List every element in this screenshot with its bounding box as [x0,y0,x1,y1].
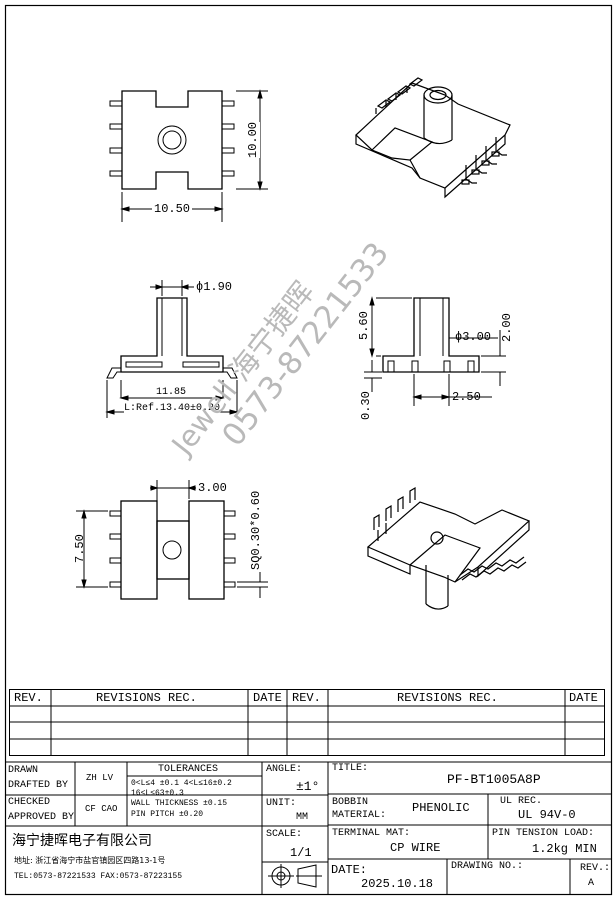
title-block-lines [6,761,611,894]
title-label: TITLE: [332,763,369,774]
tolerances-label: TOLERANCES [158,764,219,775]
company-name: 海宁捷晖电子有限公司 [12,833,152,849]
front-view [105,280,239,418]
date-header-right: DATE [569,691,598,705]
top-view-height-label: 10.00 [246,121,260,158]
iso-view-top [355,77,511,199]
approved-by-label: APPROVED BY [8,812,75,823]
bobbin-material-label: MATERIAL: [332,810,387,821]
rev-value: A [588,878,595,889]
side-height-label: 5.60 [357,311,371,340]
drafter-name: ZH LV [86,773,114,783]
rev-header-left: REV. [14,691,43,705]
drawing-no-label: DRAWING NO.: [451,861,524,872]
revisions-table [9,689,605,756]
side-pin-diameter-label: ϕ3.00 [455,330,492,344]
tolerance-line-2: 16<L≤63±0.3 [131,789,184,798]
iso-view-bottom [366,486,531,610]
bottom-pin-square-label: SQ0.30*0.60 [249,490,263,570]
pin-tension-label: PIN TENSION LOAD: [492,828,595,839]
company-address: 地址: 浙江省海宁市盐官镇园区四路13-1号 [14,856,166,865]
bottom-top-width-label: 3.00 [198,481,227,495]
top-view-width-label: 10.50 [152,202,193,216]
rev-label: REV.: [580,863,611,874]
date-label: DATE: [331,863,368,877]
tolerance-line-4: PIN PITCH ±0.20 [131,810,204,819]
scale-value: 1/1 [290,846,312,860]
unit-value: MM [296,812,309,823]
front-pin-diameter-label: ϕ1.90 [196,280,233,294]
side-pin-offset-label: 0.30 [359,391,373,420]
pin-tension-value: 1.2kg MIN [532,842,597,856]
side-view [364,296,506,406]
sheet-border [4,4,613,896]
unit-label: UNIT: [266,798,297,809]
top-view [109,89,268,222]
revisions-rec-header-right: REVISIONS REC. [397,691,498,705]
scale-label: SCALE: [266,829,303,840]
company-phone-fax: TEL:0573-87221533 FAX:0573-87223155 [14,872,183,881]
angle-value: ±1° [296,779,320,794]
date-value: 2025.10.18 [361,877,434,891]
bottom-height-label: 7.50 [73,534,87,563]
front-lead-label: L:Ref.13.40±0.20 [124,402,221,416]
terminal-mat-value: CP WIRE [390,841,441,855]
drafted-by-label: DRAFTED BY [8,780,69,791]
tolerance-line-1: 0<L≤4 ±0.1 4<L≤16±0.2 [131,779,232,788]
side-pin-width-label: 2.50 [452,390,481,404]
terminal-mat-label: TERMINAL MAT: [332,828,411,839]
bottom-view [76,480,268,600]
front-span-label: 11.85 [156,387,187,398]
ul-rec-label: UL REC. [500,796,543,807]
angle-label: ANGLE: [266,764,303,775]
bobbin-label: BOBBIN [332,797,369,808]
title-value: PF-BT1005A8P [447,772,541,787]
drawn-label: DRAWN [8,765,39,776]
revisions-rec-header-left: REVISIONS REC. [96,691,197,705]
checked-label: CHECKED [8,797,51,808]
ul-rec-value: UL 94V-0 [518,808,576,822]
checker-name: CF CAO [85,804,118,814]
tolerance-line-3: WALL THICKNESS ±0.15 [131,799,228,808]
date-header-left: DATE [253,691,282,705]
rev-header-right: REV. [292,691,321,705]
bobbin-material-value: PHENOLIC [412,801,470,815]
side-lead-height-label: 2.00 [500,313,514,342]
